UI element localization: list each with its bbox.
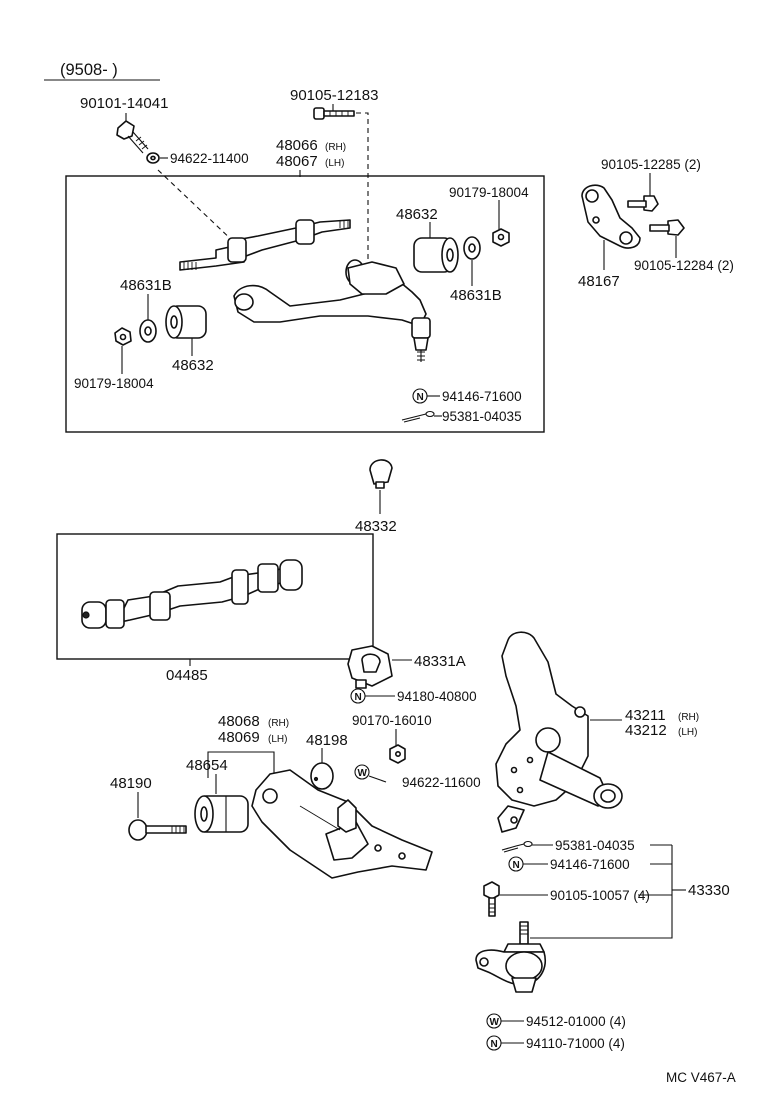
- svg-text:N: N: [513, 860, 520, 871]
- leader-dashed: [356, 112, 369, 290]
- cotter-pin-icon: [501, 840, 533, 853]
- svg-text:N: N: [417, 392, 424, 403]
- label-upper-bolt: 90101-14041: [80, 95, 168, 112]
- svg-text:W: W: [490, 1017, 500, 1028]
- label-stopper-left: 48631B: [120, 277, 172, 294]
- nut-icon: [389, 744, 406, 764]
- upper-arm-shaft: [179, 219, 351, 271]
- washer-marker-icon: W: [354, 764, 370, 780]
- upper-control-arm: [233, 259, 431, 362]
- shaft-kit-frame: [56, 533, 374, 660]
- bushing-icon: [194, 795, 249, 833]
- cotter-pin-icon: [401, 410, 435, 423]
- label-upper-nut: 94146-71600: [442, 389, 522, 404]
- svg-text:N: N: [355, 692, 362, 703]
- label-lh-1: (LH): [325, 158, 344, 169]
- svg-text:W: W: [358, 768, 368, 779]
- lower-arm-bracket-line: [207, 751, 275, 778]
- stopper-pad: [310, 762, 334, 790]
- nut-marker-icon: N: [350, 688, 366, 704]
- bolt-icon: [649, 219, 685, 236]
- nut-marker-icon: N: [508, 856, 524, 872]
- washer-icon: [463, 236, 481, 260]
- label-bushing-left: 48632: [172, 357, 214, 374]
- label-ball-bolt: 90105-10057 (4): [550, 888, 650, 903]
- bolt-icon: [128, 819, 187, 841]
- nut-icon: [492, 228, 510, 247]
- bracket: [581, 184, 641, 249]
- bushing-icon: [165, 305, 207, 339]
- upper-arm-group-frame: [65, 175, 545, 433]
- figure-code: MC V467-A: [666, 1070, 736, 1085]
- steering-knuckle: [495, 631, 623, 833]
- label-bushing-right: 48632: [396, 206, 438, 223]
- nut-icon: [114, 327, 132, 346]
- ball-joint: [475, 921, 546, 993]
- washer-icon: [146, 152, 160, 164]
- label-upper-cotter: 95381-04035: [442, 409, 522, 424]
- label-ball-washer: 94512-01000 (4): [526, 1014, 626, 1029]
- label-stopper-nut: 94180-40800: [397, 689, 477, 704]
- label-lower-stopper: 48331A: [414, 653, 466, 670]
- nut-marker-icon: N: [412, 388, 428, 404]
- bushing-icon: [413, 237, 459, 273]
- label-lh-2: (LH): [268, 734, 287, 745]
- label-bracket-bolt-b: 90105-12284 (2): [634, 258, 734, 273]
- label-rh-2: (RH): [268, 718, 289, 729]
- label-bracket: 48167: [578, 273, 620, 290]
- label-lower-bushing: 48654: [186, 757, 228, 774]
- label-lower-arm-lh: 48069: [218, 729, 260, 746]
- label-ball-nut2: 94110-71000 (4): [526, 1036, 625, 1051]
- label-upper-washer: 94622-11400: [170, 151, 249, 166]
- nut-marker-icon: N: [486, 1035, 502, 1051]
- label-bracket-bolt-a: 90105-12285 (2): [601, 157, 701, 172]
- washer-icon: [139, 319, 157, 343]
- bolt-icon: [483, 881, 500, 917]
- bump-stopper: [369, 459, 393, 489]
- label-nut-left: 90179-18004: [74, 376, 154, 391]
- label-lower-washer: 94622-11600: [402, 775, 481, 790]
- shaft-kit: [81, 559, 303, 629]
- lower-stopper: [347, 645, 393, 689]
- bolt-icon: [627, 195, 659, 212]
- label-ball-joint: 43330: [688, 882, 730, 899]
- ball-joint-bracket-line: [530, 845, 673, 939]
- label-shaft-kit: 04485: [166, 667, 208, 684]
- label-rh-1: (RH): [325, 142, 346, 153]
- label-upper-arm-rh: 48066: [276, 137, 318, 154]
- label-knuckle-rh: 43211: [625, 707, 666, 724]
- date-code: (9508- ): [60, 61, 118, 79]
- lower-control-arm: [251, 769, 433, 879]
- label-upper-arm-lh: 48067: [276, 153, 318, 170]
- label-ball-cotter: 95381-04035: [555, 838, 635, 853]
- bolt-icon: [313, 107, 355, 120]
- label-lower-stopper-pad: 48198: [306, 732, 348, 749]
- label-knuckle-lh: 43212: [625, 722, 667, 739]
- label-lower-nut: 90170-16010: [352, 713, 432, 728]
- leader-dashed: [157, 169, 236, 244]
- label-nut-top: 90179-18004: [449, 185, 529, 200]
- label-ball-nut: 94146-71600: [550, 857, 630, 872]
- label-rh-3: (RH): [678, 712, 699, 723]
- label-bumper: 48332: [355, 518, 397, 535]
- bolt-icon: [116, 120, 149, 154]
- washer-marker-icon: W: [486, 1013, 502, 1029]
- svg-text:N: N: [491, 1039, 498, 1050]
- label-lower-arm-rh: 48068: [218, 713, 260, 730]
- label-upper-arm-bolt: 90105-12183: [290, 87, 378, 104]
- label-stopper-right: 48631B: [450, 287, 502, 304]
- label-lh-3: (LH): [678, 727, 697, 738]
- label-lower-bolt: 48190: [110, 775, 152, 792]
